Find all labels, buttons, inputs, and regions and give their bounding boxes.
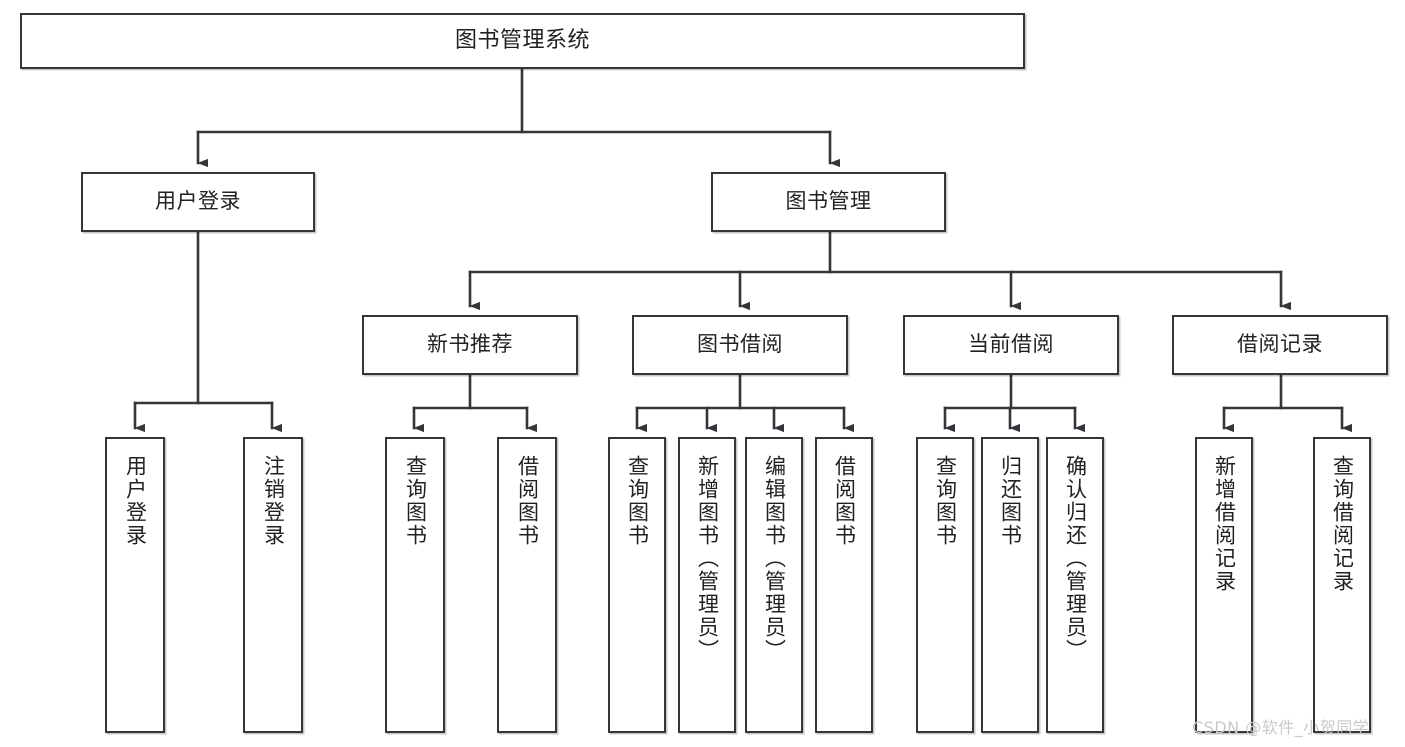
leaf-query-book-3-label: 查询图书	[933, 455, 958, 547]
leaf-add-book[interactable]: 新增图书（管理员）	[678, 437, 736, 733]
leaf-query-book-1[interactable]: 查询图书	[385, 437, 445, 733]
leaf-user-logout[interactable]: 注销登录	[243, 437, 303, 733]
leaf-user-logout-label: 注销登录	[261, 455, 286, 547]
node-current-borrow-label: 当前借阅	[968, 332, 1054, 357]
watermark: CSDN @软件_小贺同学	[1192, 718, 1370, 737]
leaf-borrow-book-2-label: 借阅图书	[832, 455, 857, 547]
leaf-return-book-label: 归还图书	[998, 455, 1023, 547]
node-user-login[interactable]: 用户登录	[81, 172, 315, 232]
node-root[interactable]: 图书管理系统	[20, 13, 1025, 69]
node-new-book-rec[interactable]: 新书推荐	[362, 315, 578, 375]
leaf-query-record[interactable]: 查询借阅记录	[1313, 437, 1371, 733]
node-root-label: 图书管理系统	[454, 27, 590, 53]
leaf-edit-book[interactable]: 编辑图书（管理员）	[745, 437, 803, 733]
leaf-user-login-label: 用户登录	[123, 455, 148, 547]
leaf-query-record-label: 查询借阅记录	[1330, 455, 1355, 593]
leaf-query-book-3[interactable]: 查询图书	[916, 437, 974, 733]
leaf-user-login[interactable]: 用户登录	[105, 437, 165, 733]
leaf-borrow-book-2[interactable]: 借阅图书	[815, 437, 873, 733]
node-new-book-rec-label: 新书推荐	[427, 332, 513, 357]
node-book-manage[interactable]: 图书管理	[711, 172, 946, 232]
node-book-borrow[interactable]: 图书借阅	[632, 315, 848, 375]
leaf-confirm-return-label: 确认归还（管理员）	[1063, 455, 1088, 662]
node-borrow-record[interactable]: 借阅记录	[1172, 315, 1388, 375]
leaf-query-book-1-label: 查询图书	[403, 455, 428, 547]
node-book-manage-label: 图书管理	[785, 189, 872, 214]
leaf-add-record-label: 新增借阅记录	[1212, 455, 1237, 593]
leaf-query-book-2-label: 查询图书	[625, 455, 650, 547]
node-current-borrow[interactable]: 当前借阅	[903, 315, 1119, 375]
node-borrow-record-label: 借阅记录	[1237, 332, 1323, 357]
leaf-borrow-book-1-label: 借阅图书	[515, 455, 540, 547]
node-book-borrow-label: 图书借阅	[697, 332, 783, 357]
leaf-query-book-2[interactable]: 查询图书	[608, 437, 666, 733]
leaf-return-book[interactable]: 归还图书	[981, 437, 1039, 733]
leaf-add-book-label: 新增图书（管理员）	[695, 455, 720, 662]
leaf-borrow-book-1[interactable]: 借阅图书	[497, 437, 557, 733]
node-user-login-label: 用户登录	[155, 189, 241, 214]
leaf-confirm-return[interactable]: 确认归还（管理员）	[1046, 437, 1104, 733]
leaf-add-record[interactable]: 新增借阅记录	[1195, 437, 1253, 733]
leaf-edit-book-label: 编辑图书（管理员）	[762, 455, 787, 662]
